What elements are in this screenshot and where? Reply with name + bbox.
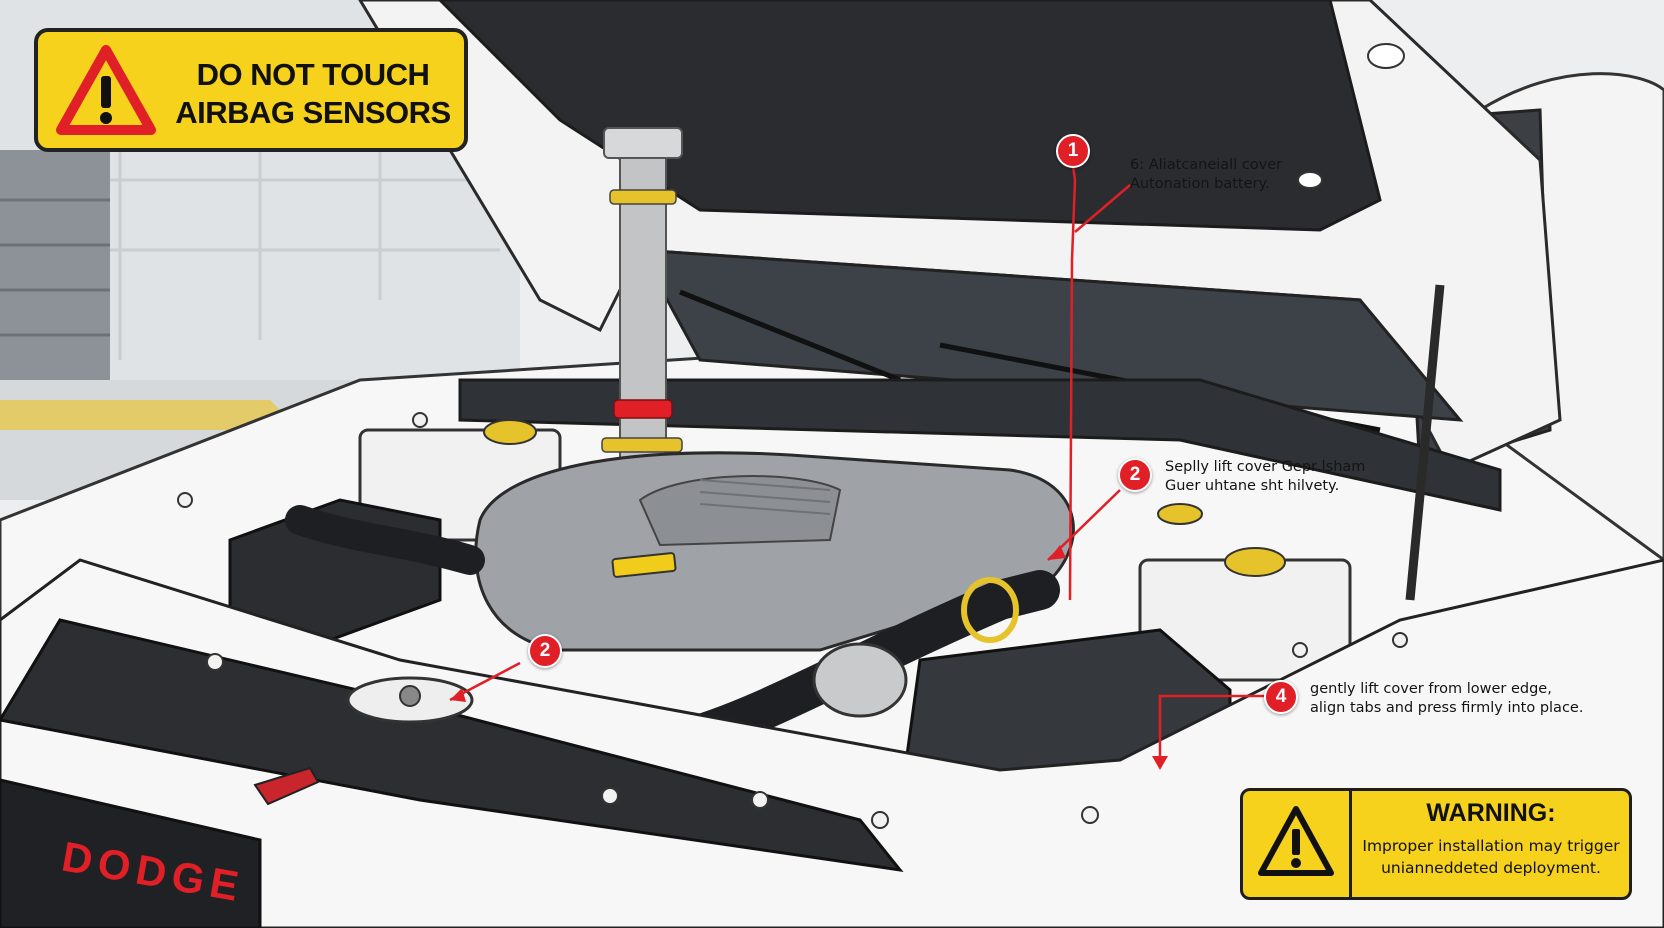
callout-2b-badge: 2 [528,634,562,668]
callout-2-badge: 2 [1118,458,1152,492]
tool-cabinet [0,150,110,380]
airbag-warning-text: DO NOT TOUCH AIRBAG SENSORS [168,56,458,132]
callout-leader-lines [449,165,1264,760]
callout-4-badge: 4 [1264,680,1298,714]
warning-title: WARNING: [1426,799,1556,827]
windshield [637,248,1464,422]
hood-insulation [437,0,1382,232]
cowl-panel [458,378,1502,512]
warning-body: Improper installation may trigger uniann… [1353,835,1629,879]
airbag-warning-line2: AIRBAG SENSORS [175,95,451,130]
callout-4-text: gently lift cover from lower edge, align… [1310,680,1583,718]
callout-4-line1: gently lift cover from lower edge, [1310,681,1552,697]
deployment-warning-box: WARNING: Improper installation may trigg… [1240,788,1632,900]
callout-2-text: Seplly lift cover Gepr lsham Guer uhtane… [1165,458,1365,496]
callout-1-badge: 1 [1056,134,1090,168]
callout-2-line1: Seplly lift cover Gepr lsham [1165,459,1366,475]
callout-1-text: 6: Aliatcaneiall cover Autonation batter… [1130,156,1282,194]
engine-cover [474,451,1075,652]
hood-prop-rod [1405,284,1445,601]
wiper-left [679,289,901,383]
airbag-warning-sign: DO NOT TOUCH AIRBAG SENSORS [34,28,468,152]
airbag-warning-line1: DO NOT TOUCH [196,57,430,92]
grille [0,778,262,928]
callout-1-line2: Autonation battery. [1130,176,1270,192]
brand-emblem [253,766,320,806]
warning-line1: Improper installation may trigger [1362,837,1620,855]
warning-triangle-icon [1258,806,1334,876]
warning-icon-cell [1243,791,1352,897]
callout-4-line2: align tabs and press firmly into place. [1310,700,1584,716]
warning-triangle-icon [56,45,156,135]
warning-line2: unianneddeted deployment. [1381,859,1601,877]
callout-2-line2: Guer uhtane sht hilvety. [1165,478,1340,494]
callout-1-line1: 6: Aliatcaneiall cover [1130,157,1283,173]
